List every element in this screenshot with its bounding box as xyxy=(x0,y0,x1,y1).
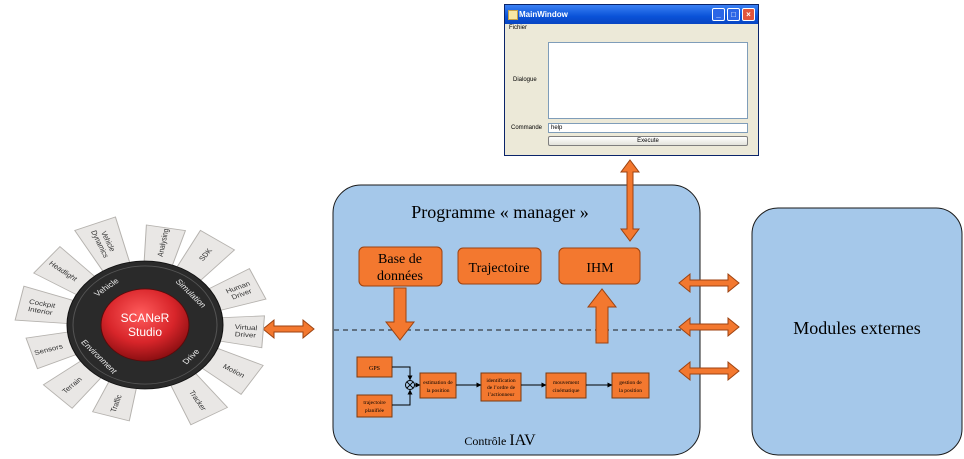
modules-externes-label: Modules externes xyxy=(793,318,920,338)
minimize-icon[interactable]: _ xyxy=(712,8,725,21)
execute-button[interactable]: Execute xyxy=(548,136,748,146)
trajectoire-box xyxy=(457,247,542,285)
identification-label-1: identification xyxy=(486,377,516,384)
control-iav-title: Contrôle IAV xyxy=(464,432,536,449)
gestion-label-2: la position xyxy=(619,388,642,394)
estimation-label-1: estimation de xyxy=(423,380,453,386)
estimation-label-2: la position xyxy=(426,388,449,394)
scaner-wheel: VehicleDynamicsHeadlightCockpitInteriorS… xyxy=(14,216,267,426)
modules-externes-panel xyxy=(751,207,963,456)
commande-label: Commande xyxy=(511,125,543,131)
arrow-wheel-panel xyxy=(262,318,315,340)
trajectoire-label: Trajectoire xyxy=(469,261,530,276)
mouvement-box xyxy=(545,372,587,399)
arrow-modules-3 xyxy=(678,360,740,382)
dialogue-label: Dialogue xyxy=(513,77,537,83)
traj-planifiee-label-1: trajectoire xyxy=(363,400,386,406)
identification-box xyxy=(480,372,522,402)
window-title: MainWindow xyxy=(519,10,568,19)
base-donnees-box xyxy=(358,246,443,287)
double-arrows xyxy=(262,159,740,382)
down-arrow xyxy=(384,287,416,341)
window-titlebar[interactable]: MainWindow _ □ × xyxy=(505,5,758,24)
identification-label-3: l’actionneur xyxy=(488,392,515,398)
close-icon[interactable]: × xyxy=(742,8,755,21)
main-window: MainWindow _ □ × Fichier Dialogue Comman… xyxy=(504,4,759,156)
arrow-modules-1 xyxy=(678,272,740,294)
wheel-tab-label: Virtual xyxy=(234,323,258,332)
app-icon xyxy=(508,10,518,20)
wheel-tab-label: Driver xyxy=(234,330,257,339)
gps-label: GPS xyxy=(369,366,380,372)
identification-label-2: de l’ordre de xyxy=(487,385,516,391)
arrow-modules-2 xyxy=(678,316,740,338)
mouvement-label-2: cinématique xyxy=(553,388,580,394)
estimation-box xyxy=(419,372,457,399)
gestion-label-1: gestion de xyxy=(619,380,642,386)
control-connectors xyxy=(392,366,613,406)
gestion-box xyxy=(611,372,650,399)
ihm-box xyxy=(558,247,641,285)
maximize-icon[interactable]: □ xyxy=(727,8,740,21)
wheel-red-center xyxy=(100,288,190,362)
manager-title: Programme « manager » xyxy=(411,202,588,222)
base-donnees-label-1: Base de xyxy=(378,252,422,267)
up-arrow xyxy=(586,288,618,344)
mouvement-label-1: mouvement xyxy=(553,380,579,386)
base-donnees-label-2: données xyxy=(377,269,423,284)
traj-planifiee-label-2: planifiée xyxy=(365,407,385,414)
dialogue-textarea[interactable] xyxy=(548,42,748,119)
menu-fichier[interactable]: Fichier xyxy=(509,25,528,31)
command-input[interactable]: help xyxy=(548,123,748,133)
wheel-center-label-1: SCANeR xyxy=(121,311,170,325)
trajectoire-planifiee-box xyxy=(356,394,393,418)
ihm-label: IHM xyxy=(586,261,614,276)
arrow-window-ihm xyxy=(620,159,640,242)
menu-bar: Fichier xyxy=(505,24,758,33)
wheel-center-label-2: Studio xyxy=(128,325,162,339)
